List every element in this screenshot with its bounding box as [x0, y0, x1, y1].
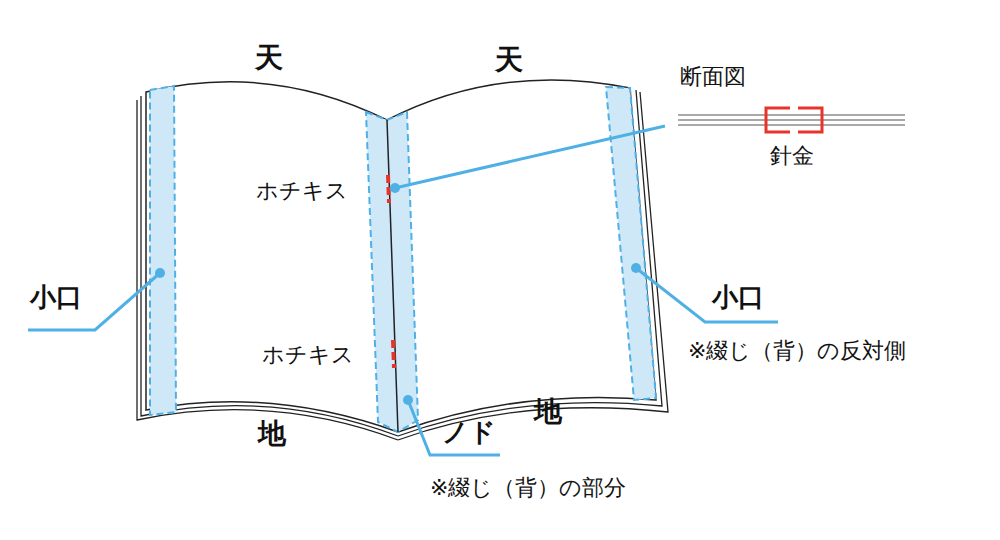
part-label: ホチキス — [256, 178, 348, 203]
page-edge-label: 地 — [258, 418, 286, 450]
page-edge-label: 天 — [495, 44, 523, 76]
area-label: 小口 — [712, 283, 764, 313]
note-text: ※綴じ（背）の反対側 — [688, 338, 906, 363]
page-edge-label: 天 — [255, 42, 283, 74]
part-label: ホチキス — [262, 342, 354, 367]
part-label: 針金 — [770, 143, 814, 168]
area-label: 小口 — [30, 283, 82, 313]
page-edge-label: 地 — [534, 396, 562, 428]
note-text: ※綴じ（背）の部分 — [430, 475, 626, 500]
area-label: ノド — [442, 418, 496, 448]
section-title: 断面図 — [680, 64, 746, 89]
